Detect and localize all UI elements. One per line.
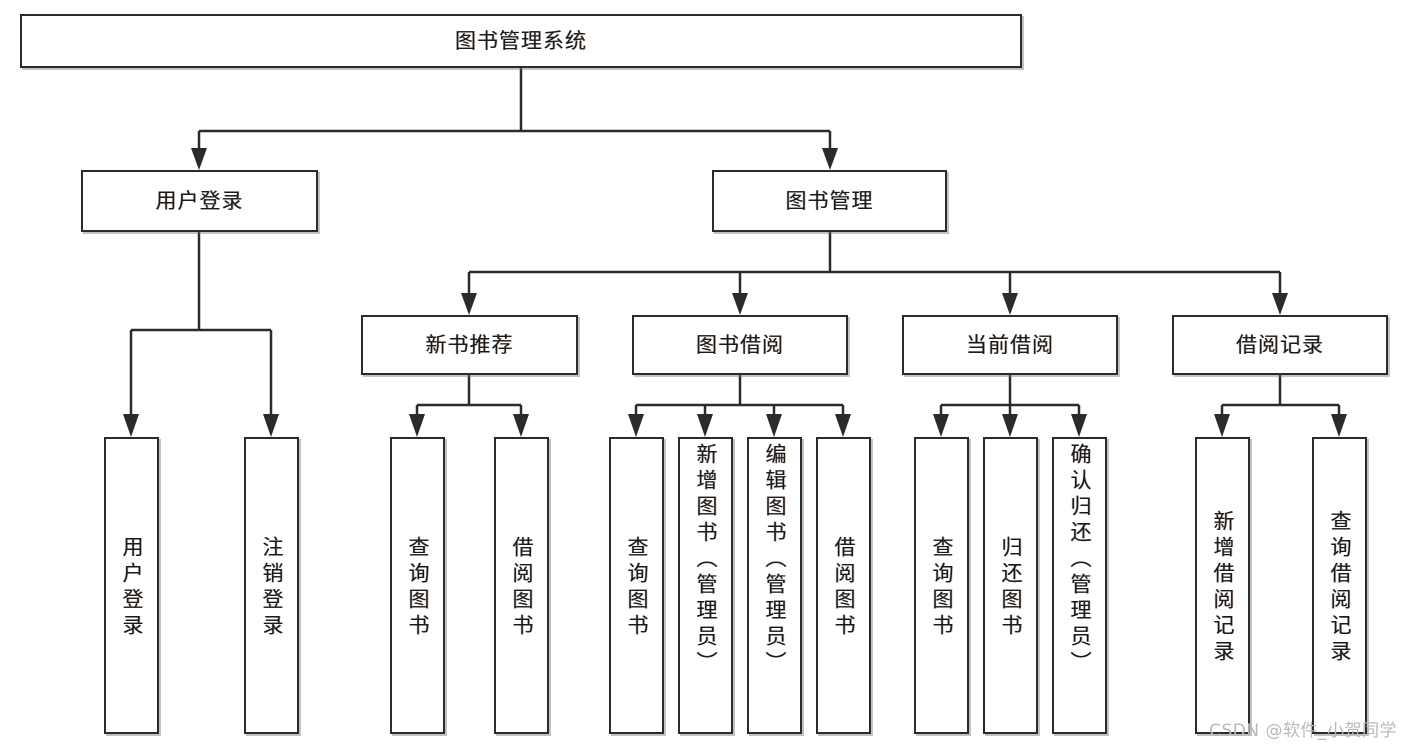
arrowhead-borrow-c1 <box>628 414 644 437</box>
node-leaf-add-book-admin[interactable]: 新增图书（管理员） <box>678 437 733 734</box>
node-borrow-record-label: 借阅记录 <box>1236 332 1324 357</box>
node-leaf-user-login-label: 用户登录 <box>120 535 144 640</box>
arrowhead-borrow-c3 <box>766 414 782 437</box>
arrowhead-current-c2 <box>1002 414 1018 437</box>
node-leaf-query-book-2-label: 查询图书 <box>625 535 649 640</box>
node-leaf-borrow-book-2[interactable]: 借阅图书 <box>816 437 871 734</box>
arrowhead-record-c1 <box>1214 414 1230 437</box>
node-leaf-return-book-label: 归还图书 <box>999 535 1023 640</box>
node-borrow-record[interactable]: 借阅记录 <box>1172 315 1388 375</box>
node-leaf-query-borrow-record[interactable]: 查询借阅记录 <box>1312 437 1367 734</box>
node-leaf-logout-label: 注销登录 <box>260 535 284 640</box>
node-leaf-return-book[interactable]: 归还图书 <box>983 437 1038 734</box>
node-book-borrow[interactable]: 图书借阅 <box>632 315 848 375</box>
node-leaf-query-book-3-label: 查询图书 <box>930 535 954 640</box>
node-book-management-label: 图书管理 <box>785 188 874 213</box>
node-new-book-recommend[interactable]: 新书推荐 <box>361 315 578 375</box>
node-leaf-borrow-book-2-label: 借阅图书 <box>832 535 856 640</box>
node-user-login-label: 用户登录 <box>155 188 244 213</box>
arrowhead-user-login <box>191 148 207 170</box>
node-leaf-add-borrow-record-label: 新增借阅记录 <box>1211 509 1235 666</box>
node-leaf-query-book-3[interactable]: 查询图书 <box>914 437 969 734</box>
node-leaf-logout[interactable]: 注销登录 <box>244 437 299 734</box>
arrowhead-leaf-logout <box>263 414 279 437</box>
node-leaf-borrow-book-1-label: 借阅图书 <box>510 535 534 640</box>
node-leaf-add-borrow-record[interactable]: 新增借阅记录 <box>1195 437 1250 734</box>
node-leaf-query-book-1[interactable]: 查询图书 <box>390 437 445 734</box>
node-leaf-query-book-1-label: 查询图书 <box>406 535 430 640</box>
node-leaf-user-login[interactable]: 用户登录 <box>104 437 159 734</box>
node-leaf-confirm-return-admin[interactable]: 确认归还（管理员） <box>1052 437 1107 734</box>
arrowhead-current <box>1002 293 1018 315</box>
node-leaf-query-borrow-record-label: 查询借阅记录 <box>1328 509 1352 666</box>
arrowhead-newbook-c1 <box>409 414 425 437</box>
arrowhead-book-manage <box>822 148 838 170</box>
watermark-text: CSDN @软件_小贺同学 <box>1209 721 1397 741</box>
node-current-borrow-label: 当前借阅 <box>966 332 1054 357</box>
node-user-login[interactable]: 用户登录 <box>81 170 318 232</box>
arrowhead-borrow-c2 <box>697 414 713 437</box>
node-current-borrow[interactable]: 当前借阅 <box>902 315 1118 375</box>
arrowhead-current-c1 <box>933 414 949 437</box>
arrowhead-record <box>1272 293 1288 315</box>
arrowhead-leaf-user-login <box>123 414 139 437</box>
node-leaf-edit-book-admin[interactable]: 编辑图书（管理员） <box>747 437 802 734</box>
arrowhead-record-c2 <box>1331 414 1347 437</box>
node-root-label: 图书管理系统 <box>455 28 587 53</box>
arrowhead-newbook <box>461 293 477 315</box>
node-book-borrow-label: 图书借阅 <box>696 332 784 357</box>
node-book-management[interactable]: 图书管理 <box>712 170 947 232</box>
arrowhead-borrow-c4 <box>835 414 851 437</box>
node-leaf-borrow-book-1[interactable]: 借阅图书 <box>494 437 549 734</box>
arrowhead-borrow <box>732 293 748 315</box>
arrowhead-newbook-c2 <box>513 414 529 437</box>
node-new-book-recommend-label: 新书推荐 <box>425 332 514 357</box>
node-leaf-confirm-return-admin-label: 确认归还（管理员） <box>1068 443 1092 677</box>
node-leaf-edit-book-admin-label: 编辑图书（管理员） <box>763 443 787 677</box>
node-leaf-query-book-2[interactable]: 查询图书 <box>609 437 664 734</box>
node-leaf-add-book-admin-label: 新增图书（管理员） <box>694 443 718 677</box>
node-root[interactable]: 图书管理系统 <box>20 14 1022 68</box>
arrowhead-current-c3 <box>1071 414 1087 437</box>
